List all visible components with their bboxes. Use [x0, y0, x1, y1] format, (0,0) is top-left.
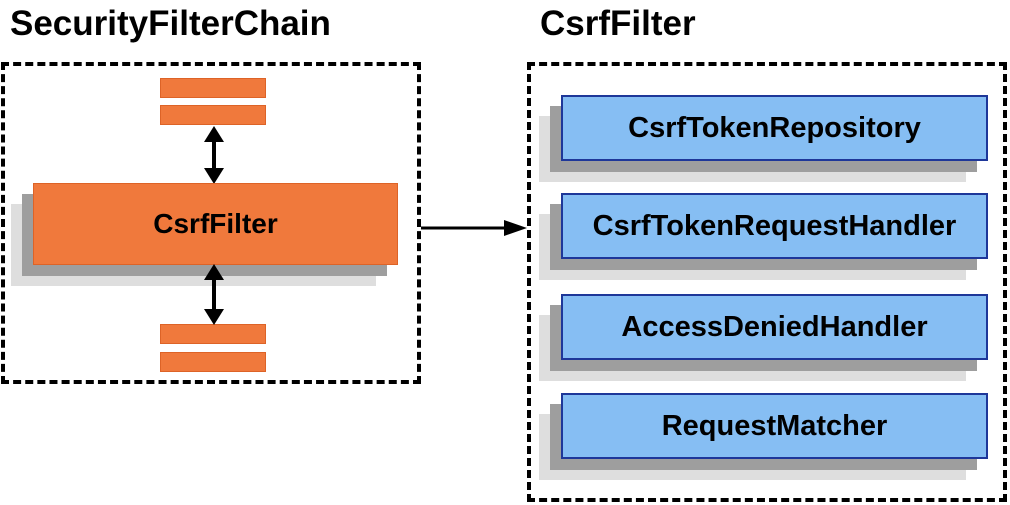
component-label: CsrfTokenRepository — [628, 111, 921, 144]
filter-bar — [160, 105, 266, 125]
component-box-csrf-token-request-handler: CsrfTokenRequestHandler — [539, 193, 988, 280]
component-box-csrf-token-repository: CsrfTokenRepository — [539, 95, 988, 182]
component-box-access-denied-handler: AccessDeniedHandler — [539, 294, 988, 381]
bidirectional-arrow-bottom-icon — [204, 264, 224, 325]
component-face: RequestMatcher — [561, 393, 988, 459]
component-face: CsrfTokenRequestHandler — [561, 193, 988, 259]
csrf-filter-box-face: CsrfFilter — [33, 183, 398, 265]
bidirectional-arrow-top-icon — [204, 126, 224, 184]
csrf-filter-panel-title: CsrfFilter — [540, 4, 696, 43]
component-face: AccessDeniedHandler — [561, 294, 988, 360]
filter-bar — [160, 324, 266, 344]
component-box-request-matcher: RequestMatcher — [539, 393, 988, 480]
component-label: CsrfTokenRequestHandler — [592, 209, 957, 242]
component-face: CsrfTokenRepository — [561, 95, 988, 161]
csrf-filter-box-label: CsrfFilter — [153, 208, 278, 239]
csrf-filter-boundary — [527, 62, 1007, 502]
flow-arrow-icon — [421, 220, 527, 236]
component-label: AccessDeniedHandler — [621, 310, 928, 343]
filter-bar — [160, 78, 266, 98]
filter-bar — [160, 352, 266, 372]
security-filter-chain-title: SecurityFilterChain — [10, 4, 331, 43]
csrf-filter-box: CsrfFilter — [11, 183, 398, 286]
security-filter-chain-boundary — [1, 62, 421, 384]
component-label: RequestMatcher — [661, 409, 888, 442]
